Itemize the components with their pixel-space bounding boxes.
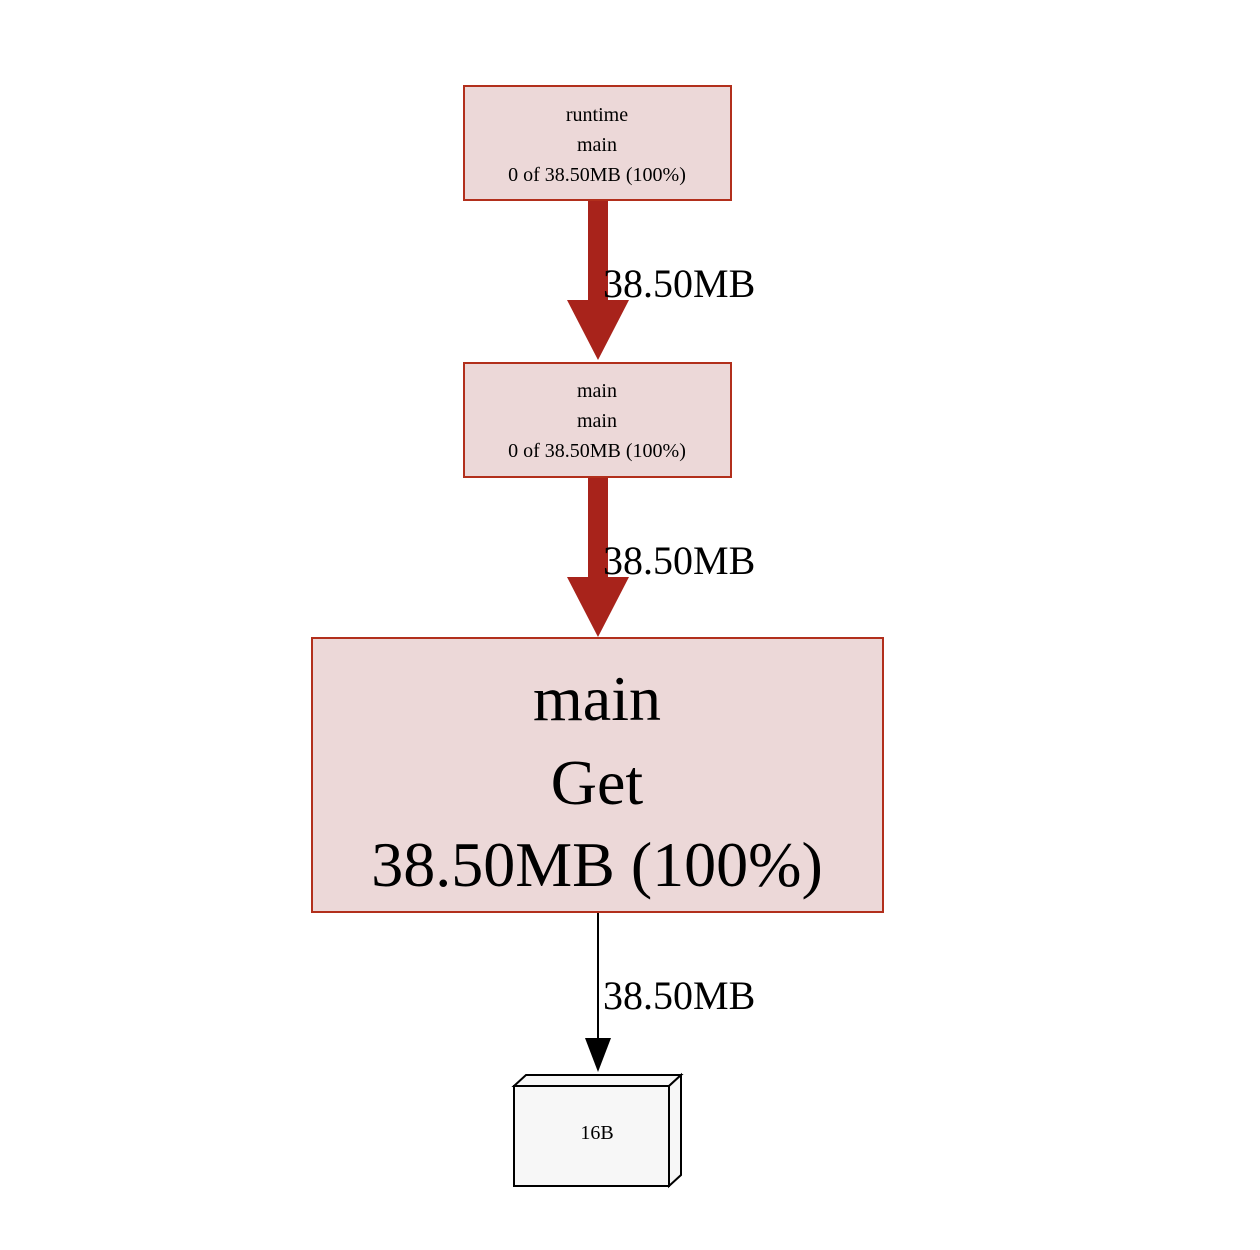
- node-function-label: Get: [551, 747, 644, 818]
- node-box: [463, 362, 732, 478]
- heavy-edge-arrowhead: [567, 300, 629, 360]
- node-alloc-16b[interactable]: 16B: [511, 1072, 684, 1189]
- node-size-label: 0 of 38.50MB (100%): [508, 164, 686, 186]
- node-package-label: runtime: [566, 104, 628, 126]
- edge-main-get-to-16b: 38.50MB: [585, 912, 755, 1072]
- edge-label: 38.50MB: [603, 973, 755, 1018]
- node-main-main[interactable]: main main 0 of 38.50MB (100%): [463, 362, 732, 478]
- edge-label: 38.50MB: [603, 261, 755, 306]
- heavy-edge-shaft: [588, 200, 608, 303]
- light-edge-arrowhead: [585, 1038, 611, 1072]
- heavy-edge-arrowhead: [567, 577, 629, 637]
- node-box: [463, 85, 732, 201]
- node-box: [311, 637, 884, 913]
- node-runtime-main[interactable]: runtime main 0 of 38.50MB (100%): [463, 85, 732, 201]
- node-size-label: 0 of 38.50MB (100%): [508, 440, 686, 462]
- edge-label: 38.50MB: [603, 538, 755, 583]
- edge-runtime-main-to-main-main: 38.50MB: [567, 200, 755, 360]
- node-package-label: main: [577, 380, 617, 402]
- alloc-box-front: [513, 1085, 670, 1187]
- alloc-size-label: 16B: [580, 1122, 613, 1144]
- node-package-label: main: [533, 663, 661, 734]
- edge-main-main-to-main-get: 38.50MB: [567, 477, 755, 637]
- node-main-get[interactable]: main Get 38.50MB (100%): [311, 637, 884, 913]
- node-size-label: 38.50MB (100%): [371, 829, 823, 900]
- node-function-label: main: [577, 410, 617, 432]
- heavy-edge-shaft: [588, 477, 608, 580]
- alloc-box-side: [668, 1072, 682, 1189]
- alloc-box-top: [511, 1074, 684, 1087]
- node-function-label: main: [577, 134, 617, 156]
